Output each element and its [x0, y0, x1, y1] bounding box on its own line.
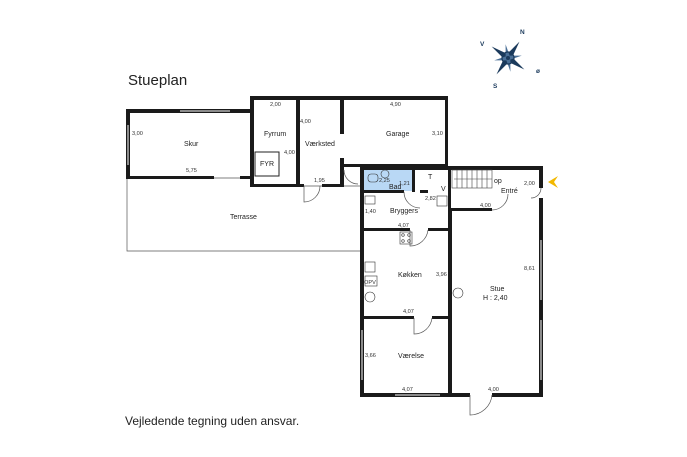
room-entre: Entré [501, 188, 518, 195]
fixtures [364, 169, 464, 303]
room-vaerksted: Værksted [305, 141, 335, 148]
label-opv: OPV [364, 280, 376, 286]
dim-skur-w: 5,75 [186, 168, 197, 174]
room-bad: Bad [389, 184, 402, 191]
room-stue: Stue [490, 286, 505, 293]
door-swings [214, 169, 542, 416]
room-skur: Skur [184, 141, 199, 148]
dim-koekken-w: 4,07 [403, 309, 414, 315]
dim-vaerksted-h: 4,00 [300, 119, 311, 125]
windows [127, 110, 542, 396]
compass-n: N [520, 29, 525, 36]
dim-vaerksted-w: 1,95 [314, 178, 325, 184]
dim-vaerelse-h: 3,66 [365, 353, 376, 359]
label-t: T [428, 174, 433, 181]
entry-arrow-icon [548, 176, 558, 188]
disclaimer: Vejledende tegning uden ansvar. [125, 414, 300, 428]
compass-icon [491, 41, 525, 75]
dim-garage-w: 4,90 [390, 102, 401, 108]
label-op: op [494, 178, 502, 185]
room-koekken: Køkken [398, 272, 422, 279]
room-garage: Garage [386, 131, 409, 138]
dim-fyrrum-h: 4,00 [284, 150, 295, 156]
dim-entre-h: 2,00 [524, 181, 535, 187]
room-fyr: FYR [260, 161, 274, 168]
room-vaerelse: Værelse [398, 353, 424, 360]
dim-bryggers-h: 2,82 [425, 196, 436, 202]
dim-stue-w: 4,00 [488, 387, 499, 393]
room-stue-height: H : 2,40 [483, 295, 508, 302]
house-walls [360, 166, 543, 397]
compass-s: S [493, 83, 498, 90]
dim-vaerelse-w: 4,07 [402, 387, 413, 393]
staircase [451, 169, 493, 189]
dim-bad-b: 1,21 [399, 181, 410, 187]
fyr-box [254, 151, 280, 177]
dim-fyrrum-w: 2,00 [270, 102, 281, 108]
dim-koekken-h: 3,96 [436, 272, 447, 278]
dim-garage-h: 3,10 [432, 131, 443, 137]
dim-bryggers-w: 4,07 [398, 223, 409, 229]
room-terrasse: Terrasse [230, 214, 257, 221]
dim-bryggers-a: 1,40 [365, 209, 376, 215]
room-bryggers: Bryggers [390, 208, 419, 215]
plan-title: Stueplan [128, 72, 188, 89]
compass-v: V [480, 41, 485, 48]
room-fyrrum: Fyrrum [264, 131, 286, 138]
compass-o: ø [536, 68, 540, 75]
dim-entre-w: 4,00 [480, 203, 491, 209]
dim-skur-h: 3,00 [132, 131, 143, 137]
label-v: V [441, 186, 446, 193]
dim-bad-a: 2,25 [379, 178, 390, 184]
dim-stue-h: 8,61 [524, 266, 535, 272]
